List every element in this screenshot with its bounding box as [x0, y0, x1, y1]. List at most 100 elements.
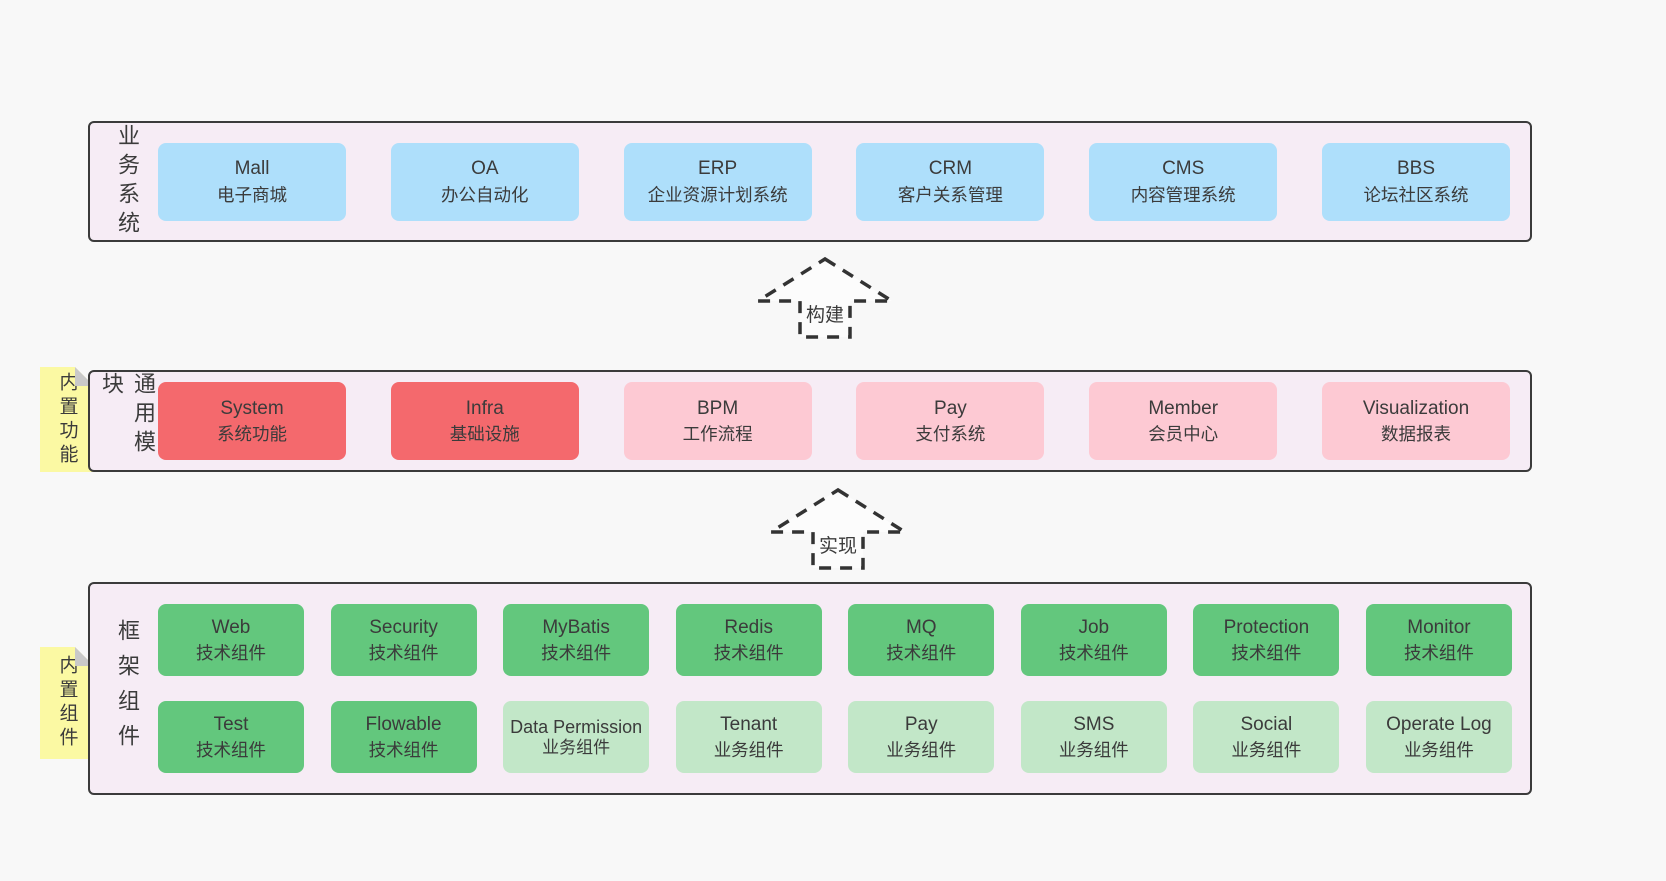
box-redis: Redis 技术组件	[675, 604, 822, 676]
box-operate-log: Operate Log 业务组件	[1365, 701, 1512, 773]
component-rows: Web 技术组件 Security 技术组件 MyBatis 技术组件 Redi…	[150, 584, 1530, 793]
box-title: Tenant	[720, 713, 778, 735]
box-title: CMS	[1162, 158, 1205, 180]
sticky-note-builtin-components-text: 内置组件	[56, 655, 78, 751]
box-subtitle: 论坛社区系统	[1363, 184, 1469, 205]
box-subtitle: 企业资源计划系统	[647, 184, 788, 205]
box-title: OA	[471, 158, 499, 180]
box-subtitle: 业务组件	[713, 740, 784, 761]
box-subtitle: 技术组件	[541, 643, 612, 664]
box-subtitle: 会员中心	[1148, 424, 1219, 445]
box-mybatis: MyBatis 技术组件	[503, 604, 650, 676]
panel-framework-components-label: 框架组件	[115, 618, 140, 759]
arrow-build: 构建	[751, 256, 899, 340]
box-subtitle: 电子商城	[217, 184, 287, 205]
box-member: Member 会员中心	[1089, 382, 1278, 460]
arrow-implement: 实现	[764, 487, 912, 571]
panel-business-systems-label: 业务系统	[115, 123, 140, 240]
box-bbs: BBS 论坛社区系统	[1321, 142, 1510, 221]
component-row-2: Test 技术组件 Flowable 技术组件 Data Permission …	[158, 701, 1512, 773]
box-flowable: Flowable 技术组件	[330, 701, 477, 773]
sticky-note-builtin-components: 内置组件	[40, 647, 94, 759]
box-subtitle: 业务组件	[1058, 740, 1129, 761]
arrow-build-label: 构建	[802, 300, 848, 327]
box-title: SMS	[1073, 713, 1115, 735]
box-subtitle: 内容管理系统	[1130, 184, 1236, 205]
box-job: Job 技术组件	[1020, 604, 1167, 676]
up-arrow-icon	[764, 487, 912, 570]
box-subtitle: 技术组件	[196, 643, 266, 664]
up-arrow-icon	[751, 256, 899, 339]
box-title: CRM	[928, 158, 973, 180]
box-subtitle: 技术组件	[886, 643, 957, 664]
box-title: System	[220, 397, 284, 419]
box-infra: Infra 基础设施	[390, 382, 579, 460]
box-sms: SMS 业务组件	[1020, 701, 1167, 773]
box-title: Pay	[934, 397, 967, 419]
box-protection: Protection 技术组件	[1193, 604, 1340, 676]
box-title: Protection	[1223, 616, 1310, 638]
box-subtitle: 工作流程	[682, 424, 753, 445]
box-social: Social 业务组件	[1193, 701, 1340, 773]
box-subtitle: 数据报表	[1380, 424, 1451, 445]
box-title: BBS	[1396, 158, 1435, 180]
box-title: Test	[213, 713, 249, 735]
panel-framework-components: 框架组件 Web 技术组件 Security 技术组件 MyBatis 技术组件…	[88, 582, 1532, 795]
box-title: Flowable	[365, 713, 442, 735]
box-mall: Mall 电子商城	[158, 142, 346, 221]
box-visualization: Visualization 数据报表	[1321, 382, 1510, 460]
box-subtitle: 技术组件	[1231, 643, 1302, 664]
box-pay-component: Pay 业务组件	[848, 701, 995, 773]
box-title: Redis	[724, 616, 773, 638]
box-title: BPM	[697, 397, 739, 419]
box-subtitle: 支付系统	[915, 424, 986, 445]
panel-common-modules: 通用模块 System 系统功能 Infra 基础设施 BPM 工作流程 Pay…	[88, 370, 1532, 472]
box-title: Job	[1078, 616, 1110, 638]
arrow-implement-label: 实现	[815, 531, 861, 558]
component-row-1: Web 技术组件 Security 技术组件 MyBatis 技术组件 Redi…	[158, 604, 1512, 676]
box-title: Member	[1148, 397, 1219, 419]
box-subtitle: 系统功能	[217, 424, 287, 445]
box-subtitle: 技术组件	[713, 643, 784, 664]
box-title: Web	[211, 616, 251, 638]
box-bpm: BPM 工作流程	[623, 382, 812, 460]
box-pay: Pay 支付系统	[856, 382, 1045, 460]
box-subtitle: 技术组件	[1058, 643, 1129, 664]
box-web: Web 技术组件	[158, 604, 304, 676]
box-monitor: Monitor 技术组件	[1365, 604, 1512, 676]
box-subtitle: 技术组件	[368, 740, 439, 761]
box-system: System 系统功能	[158, 382, 346, 460]
box-subtitle: 业务组件	[1231, 740, 1302, 761]
box-subtitle: 技术组件	[1403, 643, 1474, 664]
box-subtitle: 业务组件	[886, 740, 957, 761]
box-title: Infra	[465, 397, 504, 419]
box-cms: CMS 内容管理系统	[1089, 142, 1278, 221]
box-erp: ERP 企业资源计划系统	[623, 142, 812, 221]
box-subtitle: 办公自动化	[441, 184, 529, 205]
box-title: ERP	[698, 158, 738, 180]
box-title: MQ	[905, 616, 937, 638]
box-title: Pay	[904, 713, 938, 735]
box-subtitle: 基础设施	[449, 424, 520, 445]
box-subtitle: 客户关系管理	[897, 184, 1003, 205]
box-title: Security	[369, 616, 438, 638]
box-tenant: Tenant 业务组件	[675, 701, 822, 773]
box-title: Social	[1240, 713, 1293, 735]
box-mq: MQ 技术组件	[848, 604, 995, 676]
box-title: Mall	[234, 158, 270, 180]
box-subtitle: 业务组件	[542, 737, 611, 757]
panel-business-systems: 业务系统 Mall 电子商城 OA 办公自动化 ERP 企业资源计划系统 CRM…	[88, 121, 1532, 242]
box-oa: OA 办公自动化	[390, 142, 579, 221]
module-boxes: System 系统功能 Infra 基础设施 BPM 工作流程 Pay 支付系统…	[150, 372, 1530, 470]
box-subtitle: 技术组件	[368, 643, 439, 664]
business-boxes: Mall 电子商城 OA 办公自动化 ERP 企业资源计划系统 CRM 客户关系…	[150, 123, 1530, 240]
box-security: Security 技术组件	[330, 604, 477, 676]
box-crm: CRM 客户关系管理	[856, 142, 1045, 221]
sticky-note-builtin-features-text: 内置功能	[56, 371, 78, 468]
box-data-permission: Data Permission 业务组件	[503, 701, 650, 773]
box-subtitle: 技术组件	[196, 740, 266, 761]
panel-common-modules-label: 通用模块	[99, 372, 156, 459]
sticky-note-builtin-features: 内置功能	[40, 367, 94, 472]
box-title: Visualization	[1362, 397, 1470, 419]
